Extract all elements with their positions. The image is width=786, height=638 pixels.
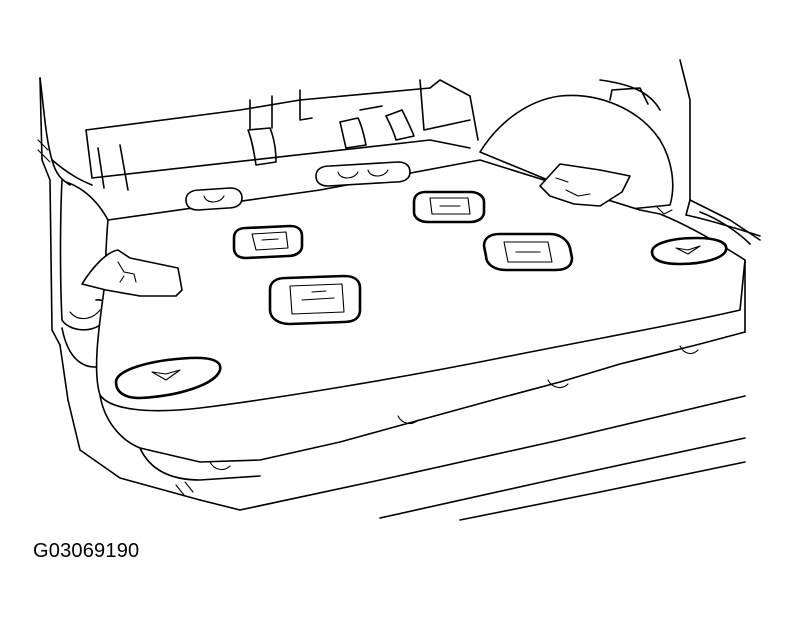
left-side-wall [37, 77, 201, 501]
right-side-wall [599, 59, 761, 241]
floor-right-edge [655, 205, 751, 333]
rear-slot-left [185, 187, 243, 211]
right-trim-flap [539, 163, 631, 207]
figure-id-label: G03069190 [33, 540, 140, 562]
rear-slot-center [315, 161, 411, 187]
floor-board [95, 159, 746, 412]
oval-cover-front [114, 356, 222, 400]
access-lid-front-left [268, 274, 362, 326]
floor-front-edge [99, 331, 746, 521]
access-lid-rear-left [232, 224, 304, 260]
oval-cover-right [650, 236, 728, 266]
left-trim-flap [81, 249, 183, 297]
rear-seat-backs [85, 79, 479, 191]
access-lid-rear-right [412, 190, 486, 224]
access-lid-front-right [482, 232, 574, 272]
